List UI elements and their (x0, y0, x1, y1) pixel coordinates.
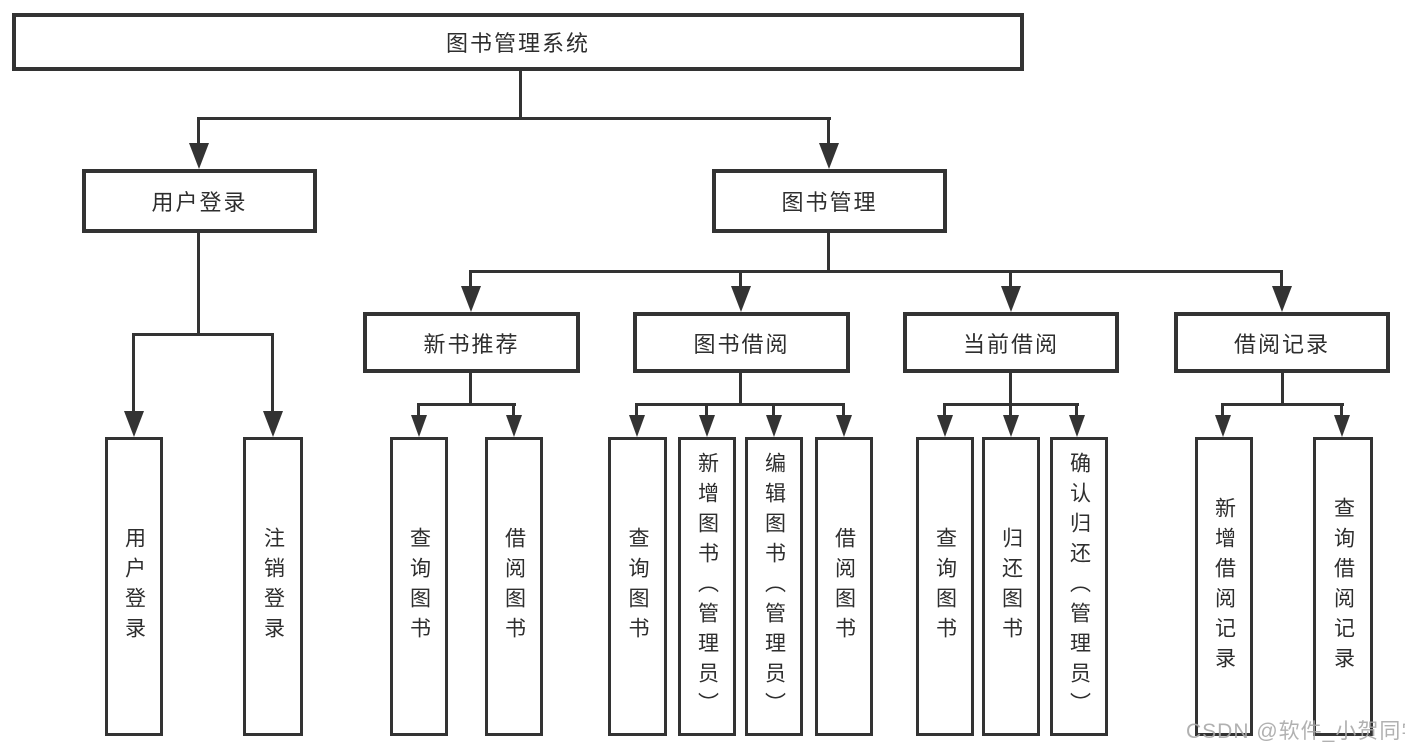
leaf-confirm-return-admin: 确认归还（管理员） (1050, 437, 1108, 736)
leaf-logout: 注销登录 (243, 437, 303, 736)
node-current-borrow-label: 当前借阅 (962, 331, 1059, 357)
connector-borrow-bar (635, 403, 845, 406)
leaf-borrow-books-label: 借阅图书 (832, 526, 856, 647)
arrow-down-borrow-leaf-2 (699, 415, 715, 437)
node-book-borrow: 图书借阅 (633, 312, 850, 373)
leaf-borrow-query-books-label: 查询图书 (626, 526, 649, 647)
leaf-return-books-label: 归还图书 (999, 526, 1023, 647)
arrow-down-user-login (189, 143, 209, 169)
connector-recommend-stem (469, 373, 472, 406)
connector-drop-current (1009, 270, 1012, 288)
leaf-logout-label: 注销登录 (261, 526, 285, 647)
arrow-down-current (1001, 286, 1021, 312)
node-user-login-branch-label: 用户登录 (151, 190, 248, 215)
connector-drop-recommend (469, 270, 472, 288)
leaf-confirm-return-admin-label: 确认归还（管理员） (1067, 451, 1091, 722)
arrow-down-borrow-leaf-1 (629, 415, 645, 437)
connector-drop-leaf-login (132, 333, 135, 413)
connector-recommend-stub-1 (417, 403, 420, 417)
connector-drop-records (1280, 270, 1283, 288)
arrow-down-borrow-leaf-3 (766, 415, 782, 437)
connector-drop-book-mgmt (827, 117, 830, 145)
arrow-down-borrow (731, 286, 751, 312)
connector-records-stub-1 (1221, 403, 1224, 417)
node-new-book-recommend-label: 新书推荐 (423, 331, 520, 357)
arrow-down-book-mgmt (819, 143, 839, 169)
connector-root-bar (197, 117, 831, 120)
connector-drop-borrow (739, 270, 742, 288)
arrow-down-current-leaf-1 (937, 415, 953, 437)
leaf-user-login-label: 用户登录 (122, 526, 146, 647)
arrow-down-records-leaf-1 (1215, 415, 1231, 437)
connector-borrow-stub-1 (635, 403, 638, 417)
arrow-down-recommend (461, 286, 481, 312)
leaf-user-login: 用户登录 (105, 437, 163, 736)
connector-borrow-stub-2 (705, 403, 708, 417)
arrow-down-leaf-logout (263, 411, 283, 437)
connector-bookmgmt-bar (469, 270, 1283, 273)
leaf-add-books-admin: 新增图书（管理员） (678, 437, 736, 736)
leaf-current-query-books: 查询图书 (916, 437, 974, 736)
leaf-recommend-borrow-books-label: 借阅图书 (502, 526, 526, 647)
arrow-down-leaf-login (124, 411, 144, 437)
node-borrow-records: 借阅记录 (1174, 312, 1390, 373)
node-new-book-recommend: 新书推荐 (363, 312, 580, 373)
node-book-management-label: 图书管理 (781, 190, 878, 215)
arrow-down-current-leaf-3 (1069, 415, 1085, 437)
arrow-down-recommend-leaf-2 (506, 415, 522, 437)
leaf-add-borrow-record: 新增借阅记录 (1195, 437, 1253, 736)
leaf-return-books: 归还图书 (982, 437, 1040, 736)
connector-recommend-stub-2 (512, 403, 515, 417)
connector-current-stub-1 (943, 403, 946, 417)
connector-drop-leaf-logout (271, 333, 274, 413)
connector-borrow-stub-4 (842, 403, 845, 417)
arrow-down-current-leaf-2 (1003, 415, 1019, 437)
arrow-down-borrow-leaf-4 (836, 415, 852, 437)
leaf-add-borrow-record-label: 新增借阅记录 (1212, 496, 1236, 677)
node-current-borrow: 当前借阅 (903, 312, 1119, 373)
leaf-recommend-borrow-books: 借阅图书 (485, 437, 543, 736)
connector-records-stub-2 (1340, 403, 1343, 417)
leaf-add-books-admin-label: 新增图书（管理员） (695, 451, 719, 722)
node-borrow-records-label: 借阅记录 (1233, 331, 1330, 357)
leaf-query-borrow-record-label: 查询借阅记录 (1331, 496, 1355, 677)
connector-recommend-bar (417, 403, 516, 406)
connector-current-stem (1009, 373, 1012, 406)
connector-current-stub-2 (1009, 403, 1012, 417)
arrow-down-records-leaf-2 (1334, 415, 1350, 437)
connector-bookmgmt-stem (827, 232, 830, 273)
connector-records-bar (1221, 403, 1344, 406)
connector-root-stem (519, 71, 522, 118)
node-root: 图书管理系统 (12, 13, 1024, 71)
leaf-borrow-books: 借阅图书 (815, 437, 873, 736)
leaf-recommend-query-books: 查询图书 (390, 437, 448, 736)
node-book-management: 图书管理 (712, 169, 947, 233)
node-user-login-branch: 用户登录 (82, 169, 317, 233)
connector-userlogin-stem (197, 232, 200, 335)
leaf-edit-books-admin: 编辑图书（管理员） (745, 437, 803, 736)
leaf-recommend-query-books-label: 查询图书 (407, 526, 431, 647)
csdn-watermark: CSDN @软件_小贺同学 (1186, 720, 1405, 743)
leaf-query-borrow-record: 查询借阅记录 (1313, 437, 1373, 736)
leaf-borrow-query-books: 查询图书 (608, 437, 667, 736)
node-root-label: 图书管理系统 (445, 31, 590, 56)
connector-drop-user-login (197, 117, 200, 145)
connector-userlogin-bar (132, 333, 274, 336)
connector-borrow-stub-3 (772, 403, 775, 417)
node-book-borrow-label: 图书借阅 (693, 331, 790, 357)
arrow-down-records (1272, 286, 1292, 312)
connector-records-stem (1281, 373, 1284, 406)
leaf-current-query-books-label: 查询图书 (933, 526, 957, 647)
arrow-down-recommend-leaf-1 (411, 415, 427, 437)
connector-current-stub-3 (1075, 403, 1078, 417)
leaf-edit-books-admin-label: 编辑图书（管理员） (762, 451, 786, 722)
connector-borrow-stem (739, 373, 742, 406)
